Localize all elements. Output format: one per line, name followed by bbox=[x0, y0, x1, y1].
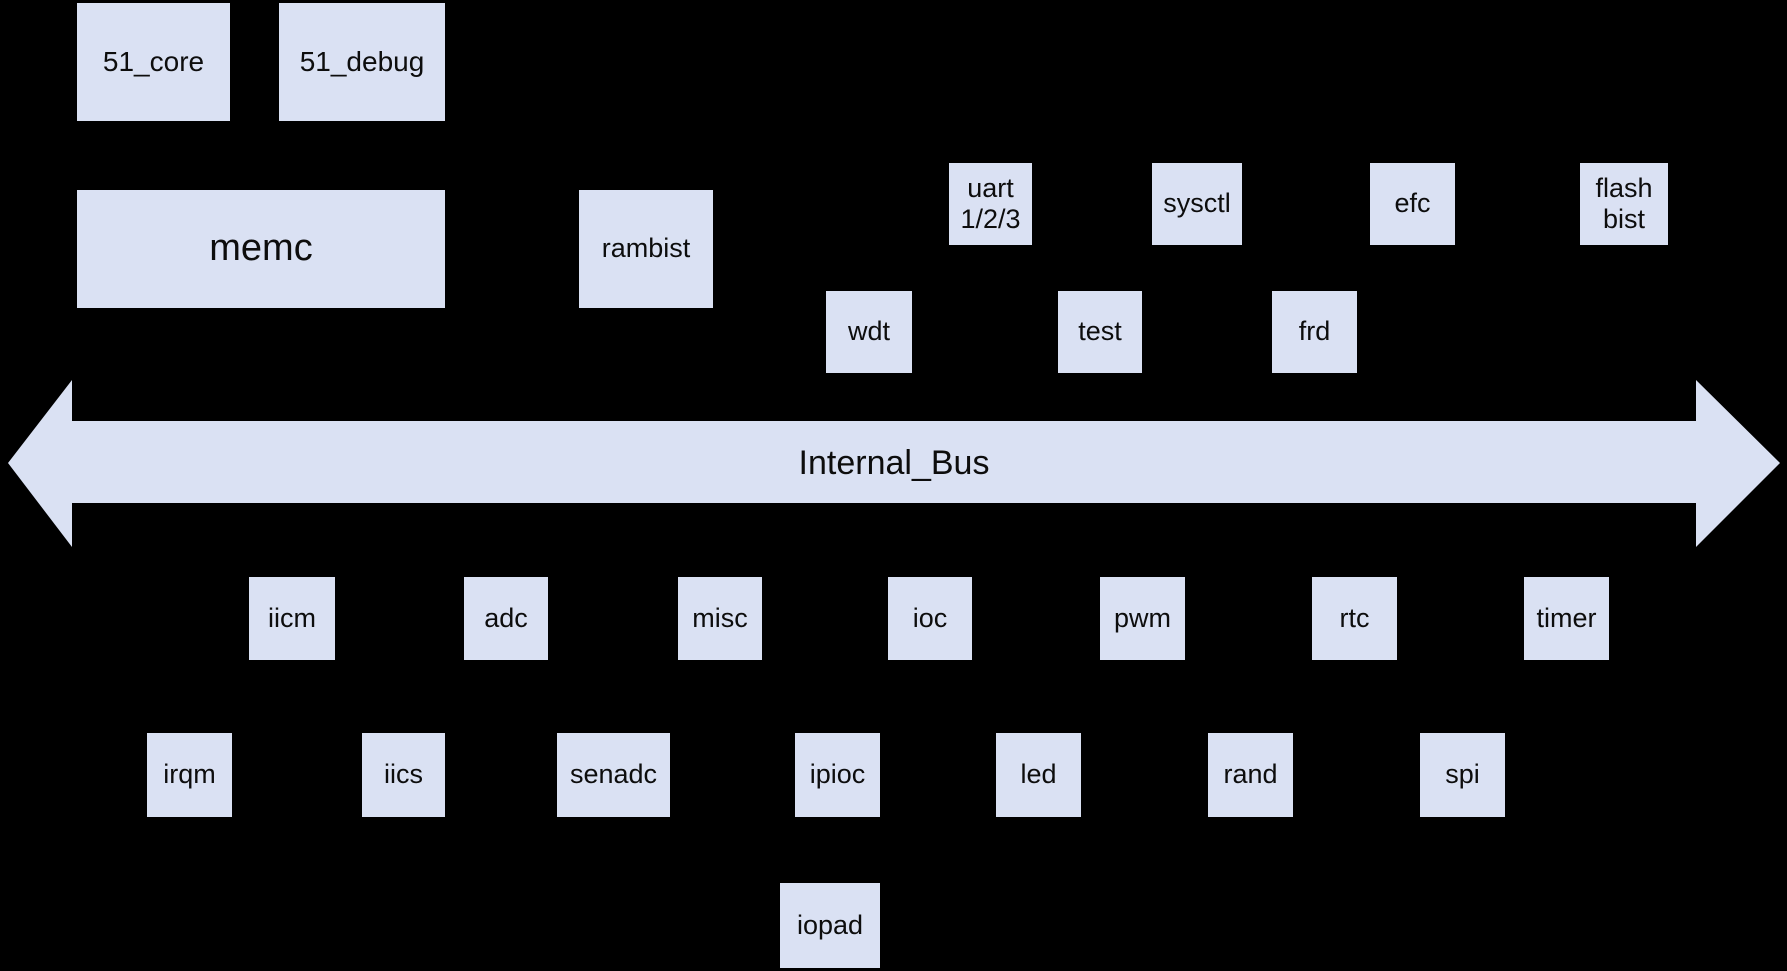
block-efc: efc bbox=[1370, 163, 1455, 245]
block-timer: timer bbox=[1524, 577, 1609, 660]
block-rambist: rambist bbox=[579, 190, 713, 308]
block-test: test bbox=[1058, 291, 1142, 373]
block-spi: spi bbox=[1420, 733, 1505, 817]
block-uart-1-2-3: uart 1/2/3 bbox=[949, 163, 1032, 245]
block-rtc: rtc bbox=[1312, 577, 1397, 660]
block-rand: rand bbox=[1208, 733, 1293, 817]
block-ipioc: ipioc bbox=[795, 733, 880, 817]
block-iopad: iopad bbox=[780, 883, 880, 968]
block-51-debug: 51_debug bbox=[279, 3, 445, 121]
block-senadc: senadc bbox=[557, 733, 670, 817]
block-adc: adc bbox=[464, 577, 548, 660]
block-flash-bist: flash bist bbox=[1580, 163, 1668, 245]
block-memc: memc bbox=[77, 190, 445, 308]
block-51-core: 51_core bbox=[77, 3, 230, 121]
internal-bus-label: Internal_Bus bbox=[798, 444, 990, 482]
internal-bus-arrow: Internal_Bus bbox=[8, 380, 1780, 547]
block-pwm: pwm bbox=[1100, 577, 1185, 660]
block-iics: iics bbox=[362, 733, 445, 817]
block-led: led bbox=[996, 733, 1081, 817]
block-iicm: iicm bbox=[249, 577, 335, 660]
block-frd: frd bbox=[1272, 291, 1357, 373]
block-sysctl: sysctl bbox=[1152, 163, 1242, 245]
block-misc: misc bbox=[678, 577, 762, 660]
block-ioc: ioc bbox=[888, 577, 972, 660]
block-irqm: irqm bbox=[147, 733, 232, 817]
block-wdt: wdt bbox=[826, 291, 912, 373]
